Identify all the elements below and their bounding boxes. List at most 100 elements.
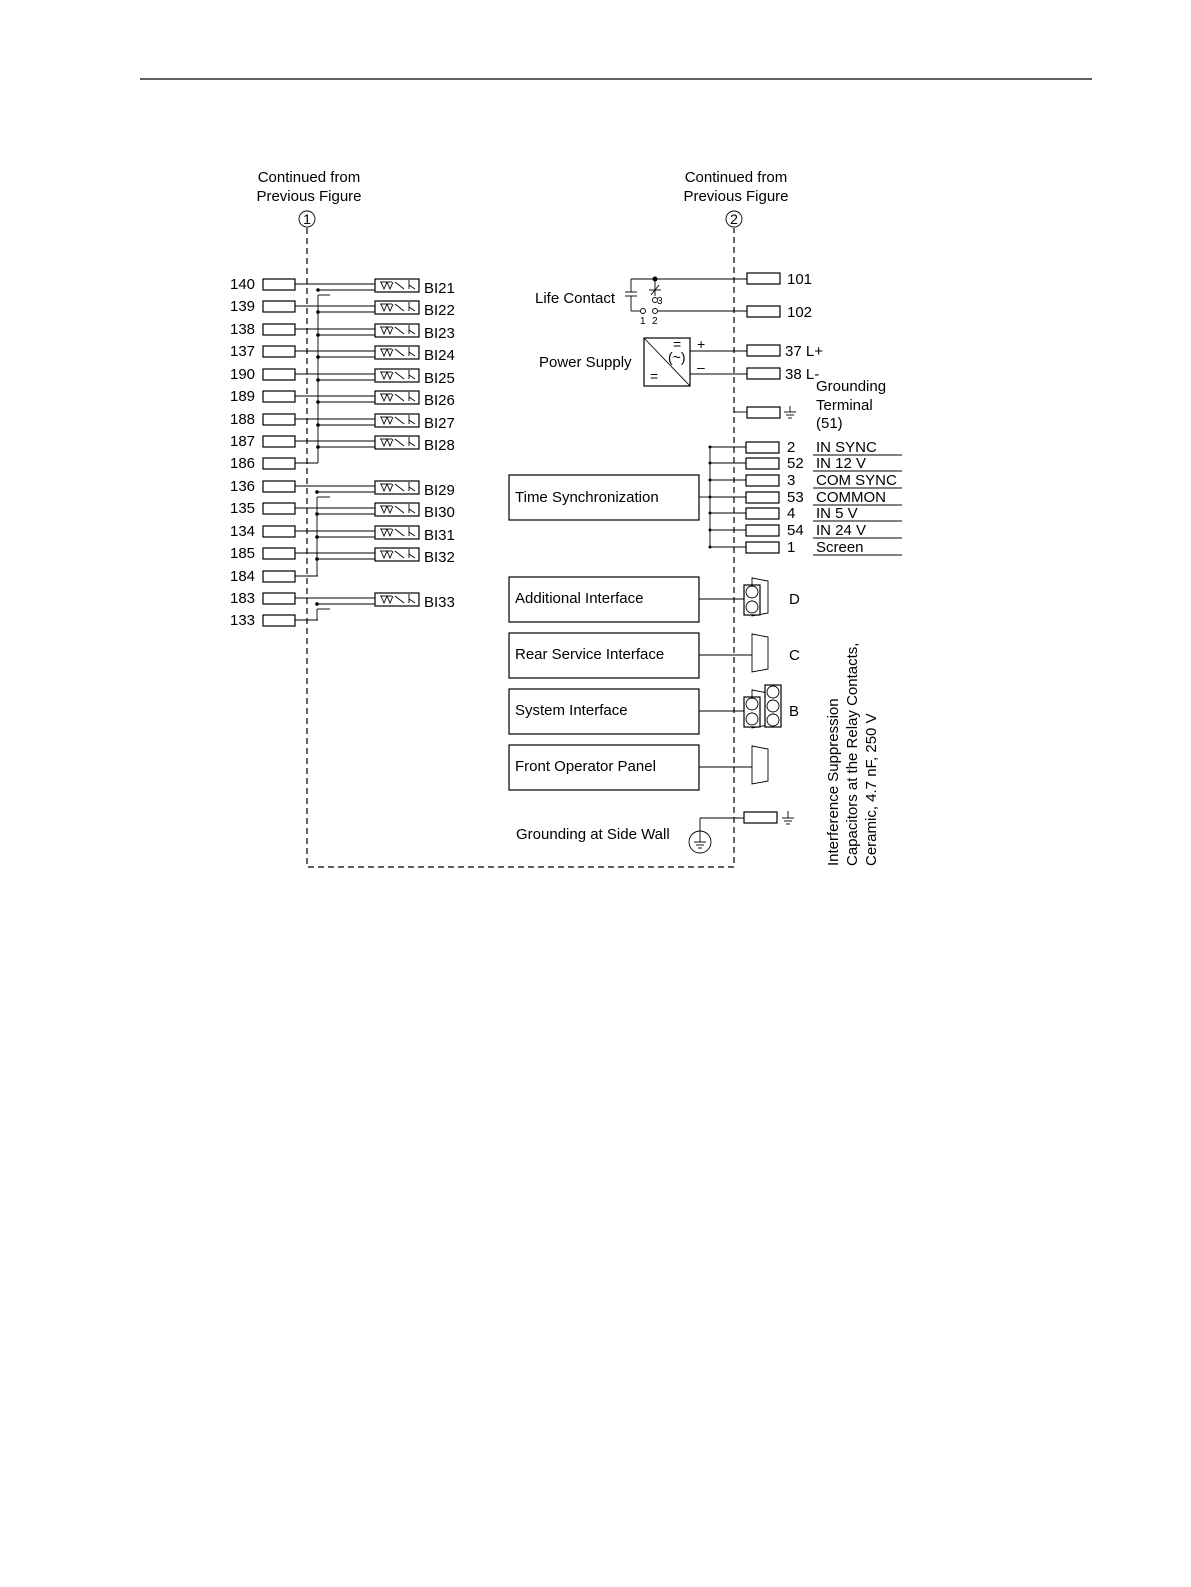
ts-terminal-3: 3: [787, 472, 795, 489]
optocoupler-bi31: [374, 525, 420, 540]
continued-left-line2: Previous Figure: [256, 188, 361, 205]
time-sync-label: Time Synchronization: [515, 489, 659, 506]
terminal-box-side-wall: [743, 811, 778, 824]
bi-label-bi32: BI32: [424, 549, 455, 566]
bi-terminal-box: [262, 525, 296, 538]
ts-signal: IN 5 V: [816, 505, 858, 522]
power-supply-label: Power Supply: [539, 354, 632, 371]
bi-terminal-137: 137: [230, 343, 255, 360]
grounding-side-wall-label: Grounding at Side Wall: [516, 826, 670, 843]
grounding-terminal-line3: (51): [816, 415, 843, 432]
bi-label-bi26: BI26: [424, 392, 455, 409]
ts-terminal-box: [745, 474, 780, 487]
optocoupler-bi29: [374, 480, 420, 495]
optocoupler-bi26: [374, 390, 420, 405]
interface-port-b: B: [789, 703, 799, 720]
optocoupler-bi27: [374, 413, 420, 428]
interface-box-0: [508, 576, 700, 623]
ts-terminal-box: [745, 524, 780, 537]
bi-label-bi21: BI21: [424, 280, 455, 297]
terminal-37: 37 L+: [785, 343, 823, 360]
terminal-38: 38 L-: [785, 366, 819, 383]
bi-terminal-box: [262, 278, 296, 291]
suppression-note-line2: Capacitors at the Relay Contacts,: [844, 643, 861, 866]
life-contact: Life Contact 101 102 3 1 2: [535, 271, 812, 327]
interface-port-d: D: [789, 591, 800, 608]
life-contact-label: Life Contact: [535, 290, 616, 307]
bi-label-bi33: BI33: [424, 594, 455, 611]
ts-signal: IN 12 V: [816, 455, 866, 472]
ps-symbol-ac: (~): [668, 349, 686, 365]
interface-box-2: [508, 688, 700, 735]
bi-terminal-133: 133: [230, 612, 255, 629]
bi-terminal-box: [262, 592, 296, 605]
optocoupler-bi30: [374, 502, 420, 517]
bi-terminal-138: 138: [230, 321, 255, 338]
optocoupler-bi23: [374, 323, 420, 338]
bi-label-bi25: BI25: [424, 370, 455, 387]
ps-minus: –: [697, 359, 705, 375]
bi-terminal-190: 190: [230, 366, 255, 383]
device-boundary: [306, 228, 735, 868]
bi-terminal-184: 184: [230, 568, 255, 585]
terminal-box-101: [746, 272, 781, 285]
bi-terminal-188: 188: [230, 411, 255, 428]
grounding-side-wall: Grounding at Side Wall: [516, 811, 794, 854]
bi-terminal-186: 186: [230, 455, 255, 472]
bi-label-bi31: BI31: [424, 527, 455, 544]
bi-label-bi30: BI30: [424, 504, 455, 521]
bi-terminal-box: [262, 323, 296, 336]
grounding-terminal-line1: Grounding: [816, 378, 886, 395]
continued-right-marker-circle: [725, 210, 743, 228]
bi-terminal-189: 189: [230, 388, 255, 405]
life-contact-pin-1: 1: [640, 316, 646, 327]
bi-terminal-box: [262, 480, 296, 493]
ps-plus: +: [697, 336, 705, 352]
bi-terminal-134: 134: [230, 523, 255, 540]
terminal-101: 101: [787, 271, 812, 288]
terminal-box-37: [746, 344, 781, 357]
interface-label: Front Operator Panel: [515, 758, 656, 775]
terminal-box-38: [746, 367, 781, 380]
bi-terminal-box: [262, 502, 296, 515]
ts-signal: IN SYNC: [816, 439, 877, 456]
continued-right-marker: 2: [730, 211, 738, 227]
bi-label-bi24: BI24: [424, 347, 455, 364]
ts-terminal-box: [745, 441, 780, 454]
connector-icon: [751, 745, 769, 785]
interface-label: Additional Interface: [515, 590, 643, 607]
bi-terminal-box: [262, 614, 296, 627]
ps-symbol-dc-out: =: [650, 368, 658, 384]
life-contact-pin-3: 3: [657, 296, 663, 307]
ts-terminal-box: [745, 507, 780, 520]
ts-signal: COM SYNC: [816, 472, 897, 489]
bi-terminal-box: [262, 368, 296, 381]
ts-terminal-box: [745, 491, 780, 504]
suppression-note: Interference Suppression Capacitors at t…: [825, 643, 880, 866]
time-sync-box: [508, 474, 700, 521]
optocoupler-bi28: [374, 435, 420, 450]
ts-terminal-box: [745, 457, 780, 470]
ts-terminal-1: 1: [787, 539, 795, 556]
bi-label-bi23: BI23: [424, 325, 455, 342]
bi-label-bi28: BI28: [424, 437, 455, 454]
optocoupler-bi22: [374, 300, 420, 315]
interface-port-c: C: [789, 647, 800, 664]
interface-label: System Interface: [515, 702, 628, 719]
bi-terminal-box: [262, 300, 296, 313]
continued-left-marker: 1: [303, 211, 311, 227]
bi-terminal-140: 140: [230, 276, 255, 293]
bi-label-bi29: BI29: [424, 482, 455, 499]
grounding-terminal: Grounding Terminal (51): [734, 378, 886, 432]
bi-terminal-box: [262, 413, 296, 426]
suppression-note-line3: Ceramic, 4.7 nF, 250 V: [863, 713, 880, 866]
continued-right: Continued from Previous Figure 2: [683, 169, 789, 228]
ts-signal: Screen: [816, 539, 864, 556]
bi-label-bi22: BI22: [424, 302, 455, 319]
optocoupler-bi25: [374, 368, 420, 383]
optocoupler-bi24: [374, 345, 420, 360]
terminal-102: 102: [787, 304, 812, 321]
bi-terminal-136: 136: [230, 478, 255, 495]
